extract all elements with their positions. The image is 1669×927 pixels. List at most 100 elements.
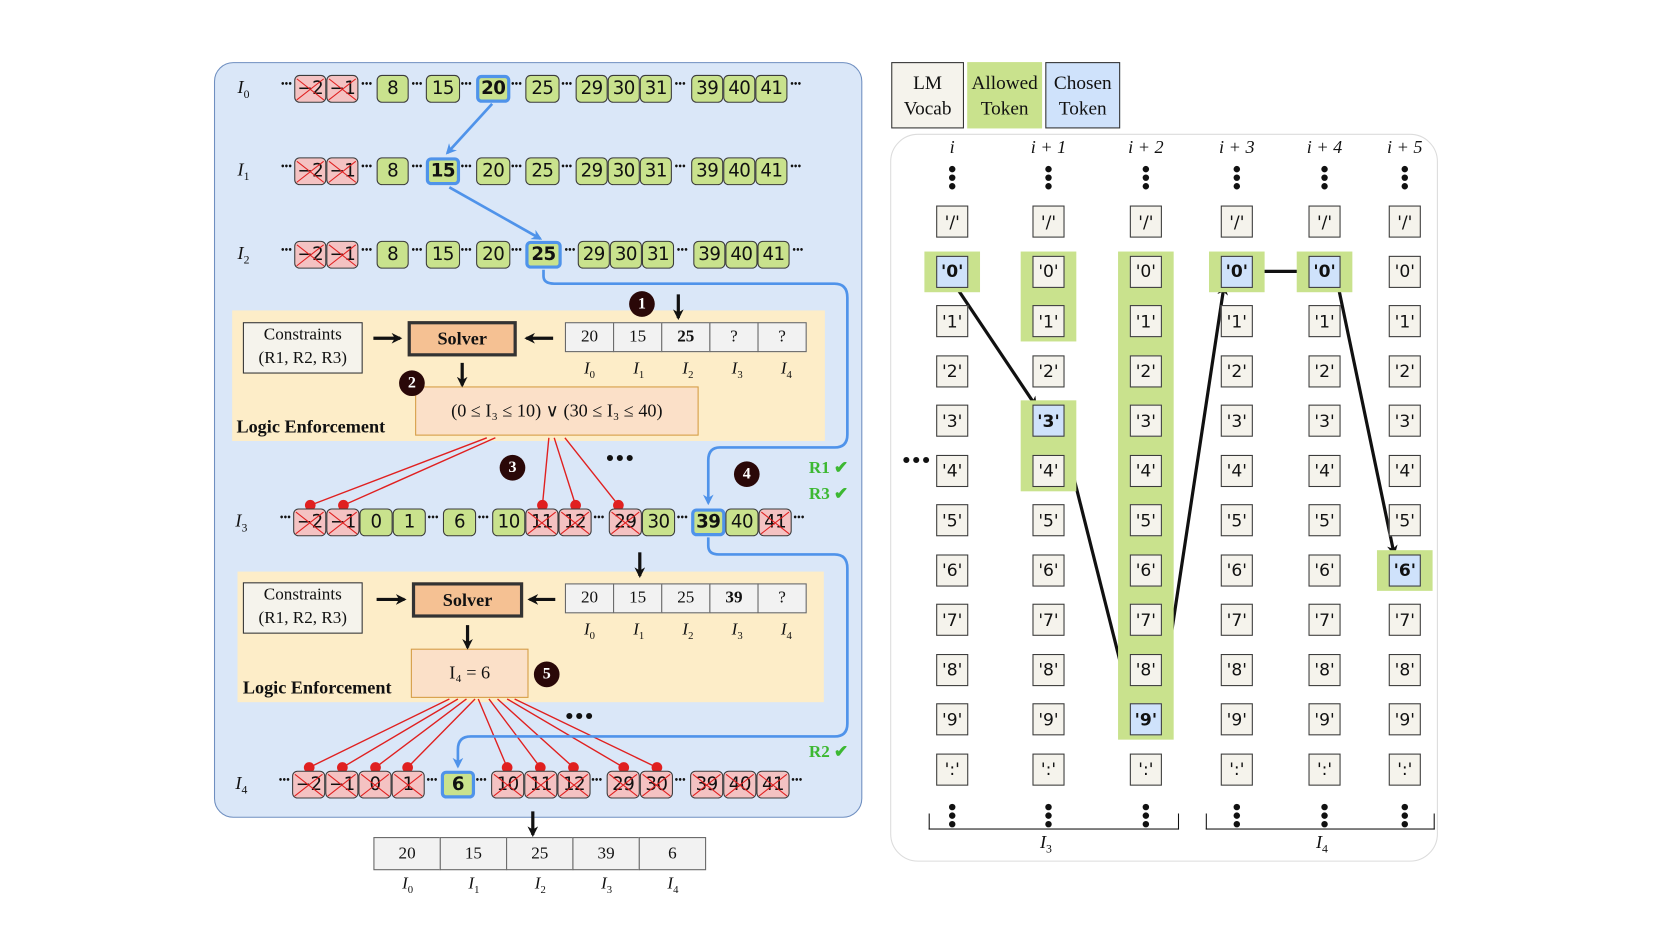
allowed-token: 40 [725, 240, 758, 269]
index-label: I4 [780, 620, 792, 643]
vocab-token: '4' [1308, 454, 1341, 487]
vocab-token: '9' [1220, 703, 1253, 736]
masked-token: 10 [491, 770, 525, 799]
index-label: I1 [633, 359, 645, 382]
masked-token: −1 [326, 74, 359, 103]
masked-token: 41 [758, 508, 792, 537]
group-bracket-i3 [928, 813, 1180, 830]
masked-token: 39 [690, 770, 724, 799]
allowed-token: 40 [723, 74, 756, 103]
index-label: I2 [682, 359, 694, 382]
vocab-token: '3' [1220, 404, 1253, 437]
vertical-ellipsis-icon [1401, 803, 1408, 830]
side-ellipsis: ••• [900, 450, 932, 471]
index-label: I4 [780, 359, 792, 382]
column-header: i + 2 [1128, 137, 1164, 158]
ellipsis-dots: ••• [676, 246, 688, 255]
vocab-token: '2' [1220, 354, 1253, 387]
chosen-vocab-token: '0' [936, 255, 969, 288]
value-cell: 20 [564, 583, 615, 614]
vocab-token: '7' [1032, 603, 1065, 636]
vocab-token: '3' [1308, 404, 1341, 437]
masked-token: −2 [294, 157, 327, 186]
allowed-token: 30 [607, 157, 640, 186]
masked-token: 41 [756, 770, 790, 799]
vocab-token: '9' [1308, 703, 1341, 736]
vertical-ellipsis-icon [1233, 803, 1241, 830]
vocab-token: '4' [1032, 454, 1065, 487]
value-cell: ? [757, 583, 807, 614]
index-label: I1 [633, 620, 645, 643]
allowed-token: 31 [639, 157, 672, 186]
vocab-token: '2' [1308, 354, 1341, 387]
allowed-token: 29 [575, 74, 608, 103]
index-label: I3 [601, 874, 613, 897]
vocab-token: '6' [1129, 553, 1162, 587]
allowed-token: 20 [476, 240, 511, 269]
vocab-token: '3' [936, 404, 969, 437]
step-3-badge: 3 [499, 454, 526, 481]
masked-token: −2 [294, 240, 327, 269]
vocab-token: '5' [1308, 504, 1341, 537]
value-cell: 25 [661, 322, 711, 353]
solver-box-1: Solver [407, 321, 517, 357]
row-variable: I [237, 77, 244, 98]
vocab-token: '/' [1129, 205, 1162, 238]
ellipsis-dots: ••• [426, 513, 439, 523]
ellipsis-dots: ••• [477, 513, 489, 523]
vocab-token: '6' [1308, 553, 1341, 587]
masked-token: 40 [723, 770, 757, 799]
index-label: I2 [682, 620, 694, 643]
masked-token: −1 [326, 508, 360, 537]
allowed-token: 1 [392, 508, 426, 537]
ellipsis-dots: ••• [280, 80, 292, 89]
ellipsis-dots: ••• [360, 80, 373, 89]
row-label-0: I0 [238, 77, 250, 101]
chosen-token: 15 [425, 157, 461, 186]
masked-token: 29 [608, 508, 642, 537]
allowed-token: 10 [492, 508, 526, 537]
allowed-token: 15 [425, 240, 461, 269]
ellipsis-dots: ••• [410, 162, 423, 172]
vocab-token: '1' [1388, 305, 1421, 338]
allowed-token: 41 [757, 240, 790, 269]
vocab-token: '/' [1308, 205, 1341, 238]
ellipsis-dots: ••• [279, 513, 291, 523]
vocab-token: '7' [1308, 603, 1341, 636]
vocab-token: ':' [1308, 753, 1341, 786]
vocab-token: '0' [1032, 255, 1065, 288]
vocab-token: '/' [1388, 205, 1421, 238]
constraints-label: Constraints [263, 585, 342, 604]
ellipsis-dots: ••• [676, 513, 688, 523]
value-cell: 15 [613, 322, 663, 353]
value-cell: 20 [373, 837, 441, 871]
vocab-token: '2' [1129, 354, 1162, 387]
ellipsis-dots: ••• [278, 776, 290, 785]
ellipsis-dots: ••• [791, 246, 804, 255]
chosen-vocab-token: '0' [1220, 255, 1253, 288]
constraints-rules: (R1, R2, R3) [258, 348, 347, 368]
vocab-token: '5' [1388, 504, 1421, 537]
constraints-box-1: Constraints (R1, R2, R3) [242, 322, 363, 374]
ellipsis-dots: ••• [460, 162, 472, 172]
vocab-token: '7' [1129, 603, 1162, 636]
allowed-token: 25 [525, 157, 560, 186]
vocab-token: '2' [1032, 354, 1065, 387]
vocab-token: '7' [1220, 603, 1253, 636]
solver-box-2: Solver [411, 582, 524, 618]
rule-check-r3: R3 ✔ [808, 484, 849, 504]
vertical-ellipsis-icon [949, 803, 956, 830]
ellipsis-dots: ••• [792, 513, 805, 523]
ellipsis-dots: ••• [674, 80, 686, 89]
chosen-vocab-token: '0' [1308, 255, 1341, 288]
masked-token: −2 [293, 508, 327, 537]
chosen-vocab-token: '3' [1032, 404, 1065, 437]
solver-result-1: (0 ≤ I₃ ≤ 10) ∨ (30 ≤ I₃ ≤ 40) [415, 386, 699, 436]
rule-check-r2: R2 ✔ [808, 742, 849, 762]
vocab-token: '4' [1129, 454, 1162, 487]
